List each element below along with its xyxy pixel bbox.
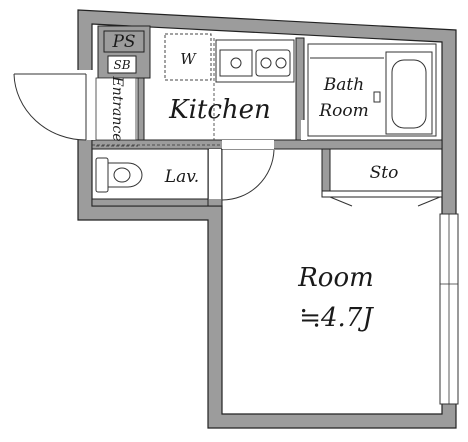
bath-faucet (373, 91, 381, 103)
label-kitchen: Kitchen (168, 95, 271, 125)
kitchen-counter (215, 39, 295, 83)
wall-kitchen-bath (295, 37, 305, 141)
entrance-opening (74, 70, 96, 140)
toilet-icon (95, 157, 143, 193)
label-washer: W (180, 50, 197, 68)
entrance-floor (95, 77, 137, 141)
label-room: Room (297, 263, 374, 293)
sb-box (107, 55, 137, 74)
label-room-size: ≒4.7J (299, 303, 374, 333)
label-bath-line1: Bath (323, 75, 364, 95)
bathtub-icon (385, 51, 433, 135)
label-entrance: Entrance (109, 75, 125, 141)
washer-space (164, 33, 212, 81)
label-ps: PS (111, 32, 135, 52)
bath-room-inner (307, 43, 437, 137)
stove-icon (255, 49, 291, 77)
wall-storage-bottom (321, 190, 443, 198)
label-bath-line2: Room (318, 101, 368, 121)
room-door-opening (222, 140, 274, 149)
wall-storage-left (321, 148, 331, 198)
storage-door-icon (329, 196, 441, 207)
entrance-partition (137, 77, 145, 141)
label-sb: SB (113, 58, 130, 72)
room-door-swing-icon (221, 149, 275, 201)
entrance-door-swing-icon (13, 73, 87, 141)
lav-door-opening (209, 149, 221, 199)
label-lavatory: Lav. (164, 167, 199, 187)
label-storage: Sto (370, 163, 399, 183)
wall-lav-bottom (91, 198, 223, 207)
window-icon (439, 213, 459, 405)
